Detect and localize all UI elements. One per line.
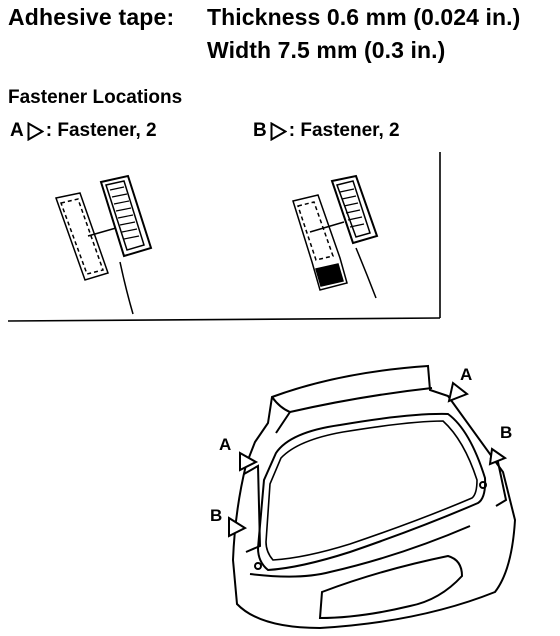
triangle-marker-icon: [270, 121, 287, 141]
fastener-b-drawing: [292, 174, 379, 299]
fastener-b-legend: B : Fastener, 2: [253, 120, 400, 142]
width-spec: Width 7.5 mm (0.3 in.): [207, 37, 446, 63]
fastener-a-legend: A : Fastener, 2: [10, 120, 157, 142]
fastener-a-letter: A: [10, 120, 24, 141]
triangle-marker-icon: [488, 447, 508, 466]
tailgate-drawing: [231, 364, 517, 630]
triangle-marker-icon: [239, 451, 259, 472]
inset-frame: [7, 152, 441, 322]
callout-a-left: A: [219, 435, 232, 454]
callout-b-left: B: [210, 506, 223, 525]
fastener-locations-title: Fastener Locations: [8, 87, 183, 108]
adhesive-tape-label: Adhesive tape:: [8, 4, 175, 30]
fastener-a-drawing: [55, 174, 153, 315]
callout-markers: [228, 381, 508, 538]
fastener-a-text: : Fastener, 2: [45, 120, 157, 141]
triangle-marker-icon: [447, 381, 469, 403]
callout-a-top: A: [460, 365, 473, 384]
fastener-b-text: : Fastener, 2: [288, 120, 400, 141]
triangle-marker-icon: [228, 516, 248, 538]
fastener-b-letter: B: [253, 120, 267, 141]
callout-b-right: B: [500, 423, 513, 442]
thickness-spec: Thickness 0.6 mm (0.024 in.): [207, 4, 521, 30]
triangle-marker-icon: [27, 121, 44, 141]
